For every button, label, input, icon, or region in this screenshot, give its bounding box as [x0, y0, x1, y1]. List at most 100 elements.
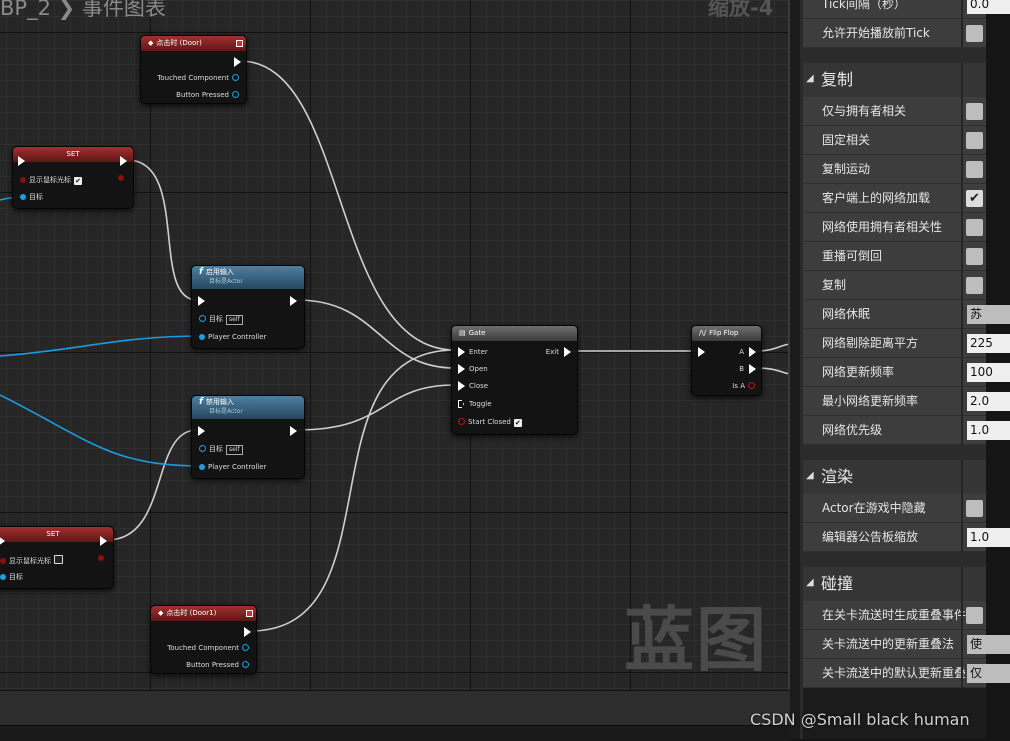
checkbox-unchecked-icon[interactable]: [966, 219, 983, 236]
node-on-clicked-door1[interactable]: ◆点击时 (Door1) Touched Component Button Pr…: [150, 605, 257, 674]
column-divider[interactable]: [961, 329, 963, 358]
exec-in-pin-toggle[interactable]: [458, 400, 464, 408]
property-row[interactable]: 关卡流送中的默认更新重叠仅: [803, 659, 1010, 688]
property-row[interactable]: 关卡流送中的更新重叠法使: [803, 630, 1010, 659]
checkbox-unchecked-icon[interactable]: [966, 132, 983, 149]
section-header[interactable]: ◢碰撞: [803, 567, 986, 601]
column-divider[interactable]: [961, 630, 963, 659]
exec-in-pin-enter[interactable]: [458, 347, 465, 357]
checkbox-unchecked-icon[interactable]: [966, 161, 983, 178]
property-value-field[interactable]: 1.0: [967, 528, 1010, 547]
property-value-field[interactable]: 2.0: [967, 392, 1010, 411]
column-divider[interactable]: [961, 19, 963, 48]
property-row[interactable]: 在关卡流送时生成重叠事件: [803, 601, 986, 630]
property-value-field[interactable]: 225: [967, 334, 1010, 353]
property-value-field[interactable]: 0.0: [967, 0, 1010, 14]
checkbox-checked-icon[interactable]: ✔: [513, 419, 522, 427]
property-row[interactable]: 客户端上的网络加载✔: [803, 184, 986, 213]
property-row[interactable]: 允许开始播放前Tick: [803, 19, 986, 48]
column-divider[interactable]: [961, 416, 963, 445]
exec-out-pin[interactable]: [290, 296, 297, 306]
property-row[interactable]: 仅与拥有者相关: [803, 97, 986, 126]
pin-show-mouse-cursor[interactable]: 显示鼠标光标: [0, 555, 63, 566]
checkbox-unchecked-icon[interactable]: [966, 607, 983, 624]
exec-out-pin-b[interactable]: [749, 364, 756, 374]
property-row[interactable]: 固定相关: [803, 126, 986, 155]
collapse-arrow-icon[interactable]: ◢: [806, 470, 814, 481]
exec-out-pin[interactable]: [290, 426, 297, 436]
checkbox-unchecked-icon[interactable]: [966, 277, 983, 294]
delegate-pin[interactable]: [236, 40, 243, 47]
column-divider[interactable]: [961, 242, 963, 271]
node-set-show-mouse-cursor-2[interactable]: SET 显示鼠标光标 目标: [0, 526, 114, 589]
exec-in-pin[interactable]: [198, 296, 205, 306]
bool-out-pin[interactable]: [95, 553, 107, 563]
checkbox-unchecked-icon[interactable]: [966, 103, 983, 120]
checkbox-unchecked-icon[interactable]: [966, 248, 983, 265]
collapse-arrow-icon[interactable]: ◢: [806, 73, 814, 84]
node-set-show-mouse-cursor[interactable]: SET 显示鼠标光标✔ 目标: [12, 146, 134, 209]
property-value-field[interactable]: 使: [967, 635, 1010, 654]
exec-out-pin-a[interactable]: [749, 347, 756, 357]
pin-touched-component[interactable]: Touched Component: [157, 73, 242, 83]
property-row[interactable]: 复制运动: [803, 155, 986, 184]
column-divider[interactable]: [961, 213, 963, 242]
exec-out-pin[interactable]: [120, 156, 127, 166]
property-row[interactable]: 网络休眠苏: [803, 300, 1010, 329]
self-default-value[interactable]: self: [226, 315, 243, 325]
pin-button-pressed[interactable]: Button Pressed: [186, 660, 252, 670]
pin-start-closed[interactable]: Start Closed✔: [455, 417, 522, 427]
exec-out-pin[interactable]: [234, 57, 241, 67]
collapse-arrow-icon[interactable]: ◢: [806, 577, 814, 588]
pin-player-controller[interactable]: Player Controller: [196, 462, 266, 472]
column-divider[interactable]: [961, 97, 963, 126]
pin-button-pressed[interactable]: Button Pressed: [176, 90, 242, 100]
pin-target[interactable]: 目标: [0, 572, 23, 582]
property-row[interactable]: 复制: [803, 271, 986, 300]
breadcrumb[interactable]: BP_2 ❯ 事件图表: [0, 0, 166, 20]
property-value-field[interactable]: 仅: [967, 664, 1010, 683]
pin-show-mouse-cursor[interactable]: 显示鼠标光标✔: [17, 175, 82, 185]
exec-in-pin[interactable]: [198, 426, 205, 436]
property-value-field[interactable]: 1.0: [967, 421, 1010, 440]
property-value-field[interactable]: 苏: [967, 305, 1010, 324]
property-row[interactable]: Tick间隔（秒）0.0: [803, 0, 1010, 19]
column-divider[interactable]: [961, 126, 963, 155]
checkbox-unchecked-icon[interactable]: [966, 25, 983, 42]
property-row[interactable]: 网络使用拥有者相关性: [803, 213, 986, 242]
exec-out-pin[interactable]: [100, 536, 107, 546]
checkbox-unchecked-icon[interactable]: [54, 555, 63, 564]
pin-player-controller[interactable]: Player Controller: [196, 332, 266, 342]
pin-touched-component[interactable]: Touched Component: [167, 643, 252, 653]
column-divider[interactable]: [961, 184, 963, 213]
exec-in-pin-close[interactable]: [458, 381, 465, 391]
column-divider[interactable]: [961, 358, 963, 387]
column-divider[interactable]: [961, 494, 963, 523]
column-divider[interactable]: [961, 659, 963, 688]
node-flip-flop[interactable]: /\/Flip Flop A B Is A: [691, 325, 762, 396]
section-header[interactable]: ◢复制: [803, 63, 986, 97]
node-gate[interactable]: ▤Gate Enter Open Close Toggle Start Clos…: [451, 325, 578, 435]
section-header[interactable]: ◢渲染: [803, 460, 986, 494]
column-divider[interactable]: [961, 0, 963, 19]
exec-out-pin[interactable]: [244, 627, 251, 637]
column-divider[interactable]: [961, 523, 963, 552]
column-divider[interactable]: [961, 155, 963, 184]
blueprint-graph-canvas[interactable]: BP_2 ❯ 事件图表 缩放-4 蓝图 ◆点击时 (Door) Touched …: [0, 0, 791, 690]
exec-in-pin[interactable]: [18, 156, 25, 166]
column-divider[interactable]: [961, 387, 963, 416]
checkbox-checked-icon[interactable]: ✔: [966, 190, 983, 207]
pin-target[interactable]: 目标: [17, 192, 43, 202]
exec-in-pin[interactable]: [0, 536, 5, 546]
column-divider[interactable]: [961, 601, 963, 630]
